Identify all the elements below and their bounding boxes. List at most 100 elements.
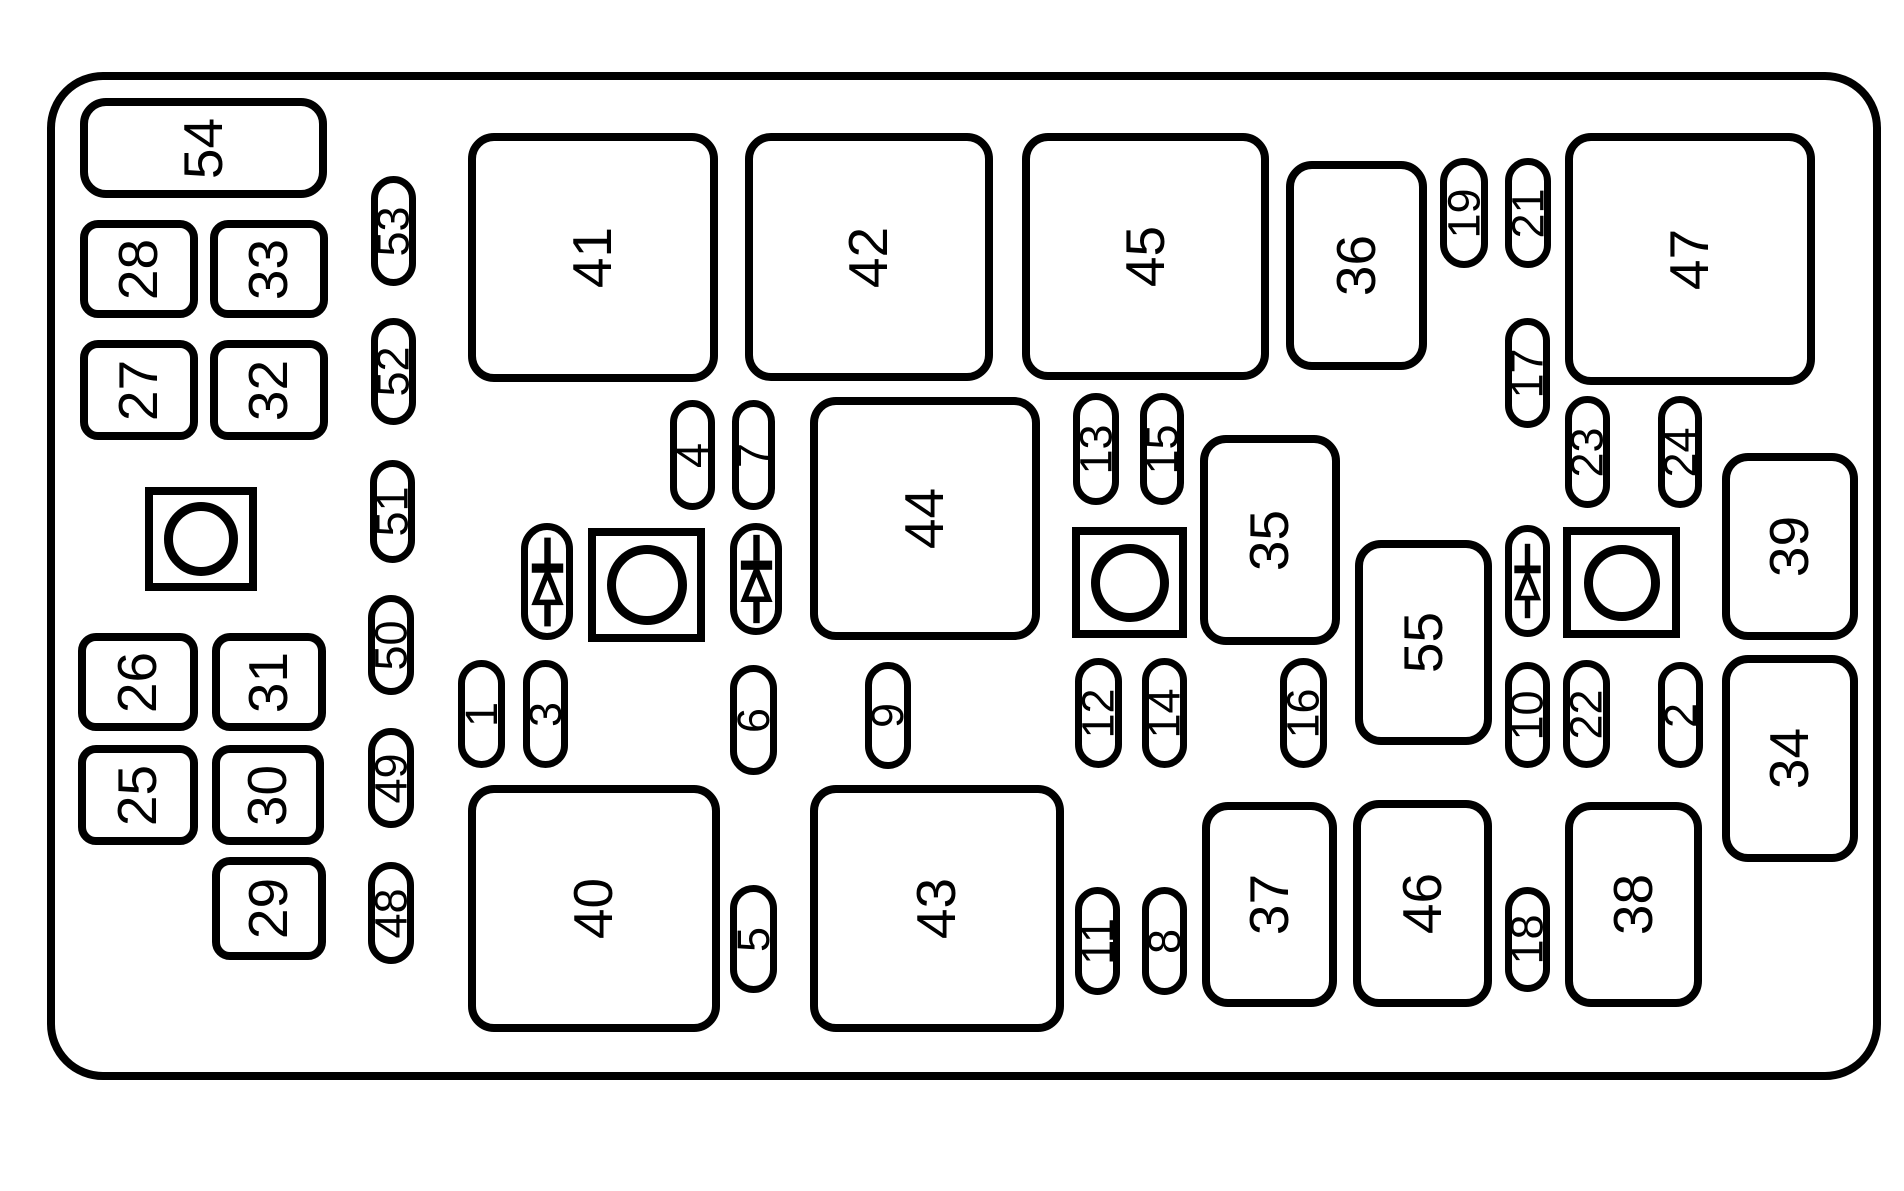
cavity-number: 8 <box>1139 928 1190 954</box>
cavity-number: 1 <box>456 701 507 727</box>
box-cavity-29: 29 <box>212 857 326 960</box>
cavity-number: 41 <box>561 226 624 289</box>
cavity-number: 21 <box>1502 187 1554 239</box>
cavity-number: 38 <box>1602 873 1664 936</box>
cavity-number: 46 <box>1391 872 1453 935</box>
box-cavity-34: 34 <box>1722 655 1858 862</box>
fuse-cavity-1: 1 <box>456 660 507 768</box>
fuse-cavity-24: 24 <box>1654 396 1706 508</box>
terminal-socket <box>1563 527 1680 638</box>
fuse-cavity-3: 3 <box>520 660 571 768</box>
cavity-number: 18 <box>1502 914 1553 965</box>
terminal-socket <box>588 528 705 642</box>
cavity-number: 27 <box>107 359 170 421</box>
fuse-cavity-17: 17 <box>1502 318 1553 428</box>
round-terminal-icon <box>1583 544 1660 621</box>
fuse-cavity-5: 5 <box>728 885 779 993</box>
cavity-number: 23 <box>1562 426 1613 478</box>
box-cavity-30: 30 <box>212 745 324 845</box>
cavity-number: 53 <box>368 205 419 257</box>
fuse-cavity-50: 50 <box>365 595 417 695</box>
cavity-number: 12 <box>1073 687 1124 739</box>
cavity-number: 32 <box>237 359 300 421</box>
cavity-number: 37 <box>1238 873 1300 936</box>
cavity-number: 55 <box>1392 611 1454 674</box>
box-cavity-31: 31 <box>212 633 326 731</box>
cavity-number: 19 <box>1438 187 1490 239</box>
cavity-number: 34 <box>1758 727 1821 790</box>
diode-cavity <box>521 523 573 640</box>
box-cavity-25: 25 <box>78 745 198 845</box>
box-cavity-32: 32 <box>210 340 328 440</box>
cavity-number: 3 <box>520 701 571 727</box>
fuse-cavity-19: 19 <box>1438 158 1490 268</box>
terminal-socket <box>145 487 257 591</box>
fuse-cavity-9: 9 <box>862 662 914 769</box>
cavity-number: 36 <box>1325 234 1387 297</box>
round-terminal-icon <box>606 545 687 625</box>
box-cavity-44: 44 <box>810 397 1040 640</box>
box-cavity-28: 28 <box>80 220 198 318</box>
cavity-number: 54 <box>172 117 234 179</box>
cavity-number: 7 <box>728 442 779 468</box>
box-cavity-35: 35 <box>1200 435 1340 645</box>
cavity-number: 2 <box>1655 702 1706 728</box>
cavity-number: 51 <box>367 486 418 537</box>
terminal-socket <box>1072 527 1187 638</box>
cavity-number: 33 <box>237 238 300 300</box>
fuse-cavity-8: 8 <box>1139 887 1190 995</box>
fuse-cavity-22: 22 <box>1561 660 1612 768</box>
fuse-cavity-10: 10 <box>1502 662 1553 768</box>
fuse-cavity-6: 6 <box>728 665 779 775</box>
fuse-cavity-16: 16 <box>1278 658 1329 768</box>
box-cavity-45: 45 <box>1022 133 1269 380</box>
cavity-number: 4 <box>667 442 718 468</box>
diode-icon <box>739 534 773 624</box>
box-cavity-39: 39 <box>1722 453 1858 640</box>
fuse-cavity-48: 48 <box>365 862 417 964</box>
diode-icon <box>1513 543 1542 619</box>
cavity-number: 48 <box>365 887 417 939</box>
cavity-number: 22 <box>1561 688 1612 740</box>
cavity-number: 39 <box>1758 515 1821 578</box>
cavity-number: 35 <box>1238 509 1301 571</box>
cavity-number: 9 <box>862 702 914 729</box>
diode-cavity <box>1505 525 1550 637</box>
cavity-number: 24 <box>1654 426 1706 478</box>
box-cavity-41: 41 <box>468 133 718 382</box>
fuse-cavity-14: 14 <box>1139 658 1190 768</box>
fuse-cavity-49: 49 <box>366 728 417 828</box>
cavity-number: 30 <box>236 764 299 826</box>
cavity-number: 11 <box>1072 917 1123 965</box>
round-terminal-icon <box>164 502 238 576</box>
cavity-number: 28 <box>107 238 170 300</box>
fuse-cavity-21: 21 <box>1502 158 1554 268</box>
fuse-cavity-15: 15 <box>1136 393 1188 505</box>
box-cavity-47: 47 <box>1565 133 1815 385</box>
cavity-number: 52 <box>368 346 419 397</box>
box-cavity-26: 26 <box>78 633 198 731</box>
fuse-cavity-52: 52 <box>368 318 419 425</box>
cavity-number: 6 <box>728 707 779 733</box>
cavity-number: 29 <box>237 877 300 940</box>
cavity-number: 15 <box>1136 423 1188 475</box>
box-cavity-46: 46 <box>1353 800 1492 1007</box>
cavity-number: 43 <box>905 877 968 940</box>
cavity-number: 45 <box>1114 225 1176 288</box>
fuse-cavity-13: 13 <box>1070 393 1122 505</box>
cavity-number: 42 <box>837 226 900 288</box>
box-cavity-42: 42 <box>745 133 993 381</box>
fuse-cavity-18: 18 <box>1502 887 1553 992</box>
cavity-number: 40 <box>562 877 625 940</box>
cavity-number: 13 <box>1070 423 1122 475</box>
cavity-number: 50 <box>365 619 417 671</box>
cavity-number: 14 <box>1139 687 1190 739</box>
fuse-cavity-53: 53 <box>368 176 419 286</box>
cavity-number: 5 <box>728 926 779 952</box>
diode-icon <box>530 537 564 626</box>
box-cavity-40: 40 <box>468 785 720 1032</box>
box-cavity-27: 27 <box>80 340 198 440</box>
cavity-number: 47 <box>1658 228 1721 290</box>
cavity-number: 16 <box>1278 687 1329 739</box>
